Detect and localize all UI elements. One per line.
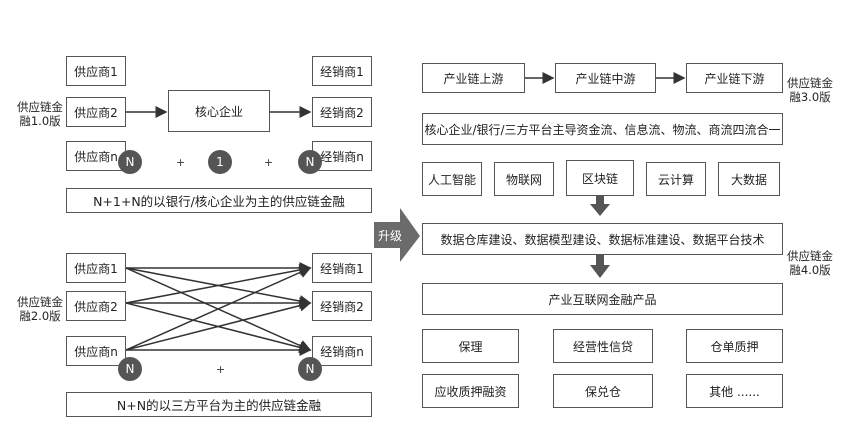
tech-blockchain: 区块链 <box>566 160 634 196</box>
v1-core-enterprise: 核心企业 <box>168 90 270 132</box>
v4-version-label: 供应链金融4.0版 <box>787 249 833 277</box>
v2-dealer-1: 经销商1 <box>312 253 372 283</box>
v1-dealer-2: 经销商2 <box>312 97 372 127</box>
v1-dealer-n: 经销商n <box>312 141 372 171</box>
v2-badge-n-left: N <box>118 357 142 381</box>
four-flows-box: 核心企业/银行/三方平台主导资金流、信息流、物流、商流四流合一 <box>422 113 783 145</box>
v1-badge-1: 1 <box>208 150 232 174</box>
industry-finance-products: 产业互联网金融产品 <box>422 283 783 315</box>
v1-dealer-1: 经销商1 <box>312 56 372 86</box>
product-warehouse-pledge: 仓单质押 <box>686 329 783 363</box>
v2-dealer-n: 经销商n <box>312 336 372 366</box>
v3-version-label: 供应链金融3.0版 <box>787 76 833 104</box>
v2-supplier-n: 供应商n <box>66 336 126 366</box>
v1-version-label: 供应链金融1.0版 <box>17 100 63 128</box>
v2-plus: + <box>216 363 226 376</box>
v1-badge-n-left: N <box>118 150 142 174</box>
v1-badge-n-right: N <box>298 150 322 174</box>
v1-plus-1: + <box>176 156 186 169</box>
upgrade-arrow <box>374 208 420 262</box>
tech-ai: 人工智能 <box>422 162 482 196</box>
product-operating-credit: 经营性信贷 <box>553 329 653 363</box>
tech-bigdata: 大数据 <box>718 162 780 196</box>
v1-supplier-n: 供应商n <box>66 141 126 171</box>
v1-plus-2: + <box>264 156 274 169</box>
product-other: 其他 ...... <box>686 374 783 408</box>
down-arrow-2 <box>590 254 610 278</box>
v2-dealer-2: 经销商2 <box>312 291 372 321</box>
v2-version-label: 供应链金融2.0版 <box>17 295 63 323</box>
product-confirming-storage: 保兑仓 <box>553 374 653 408</box>
v1-caption: N+1+N的以银行/核心企业为主的供应链金融 <box>66 188 372 213</box>
tech-cloud: 云计算 <box>646 162 706 196</box>
product-factoring: 保理 <box>422 329 519 363</box>
v1-supplier-1: 供应商1 <box>66 56 126 86</box>
chain-upstream: 产业链上游 <box>422 63 525 93</box>
down-arrow-1 <box>590 195 610 216</box>
v2-supplier-2: 供应商2 <box>66 291 126 321</box>
v2-caption: N+N的以三方平台为主的供应链金融 <box>66 392 372 417</box>
v2-supplier-1: 供应商1 <box>66 253 126 283</box>
product-receivable-pledge: 应收质押融资 <box>422 374 519 408</box>
v2-badge-n-right: N <box>298 357 322 381</box>
tech-iot: 物联网 <box>494 162 554 196</box>
upgrade-label: 升级 <box>378 229 403 243</box>
v1-supplier-2: 供应商2 <box>66 97 126 127</box>
v2-cross-arrows <box>125 262 312 356</box>
chain-downstream: 产业链下游 <box>686 63 783 93</box>
chain-midstream: 产业链中游 <box>555 63 656 93</box>
data-construction-box: 数据仓库建设、数据模型建设、数据标准建设、数据平台技术 <box>422 223 783 255</box>
